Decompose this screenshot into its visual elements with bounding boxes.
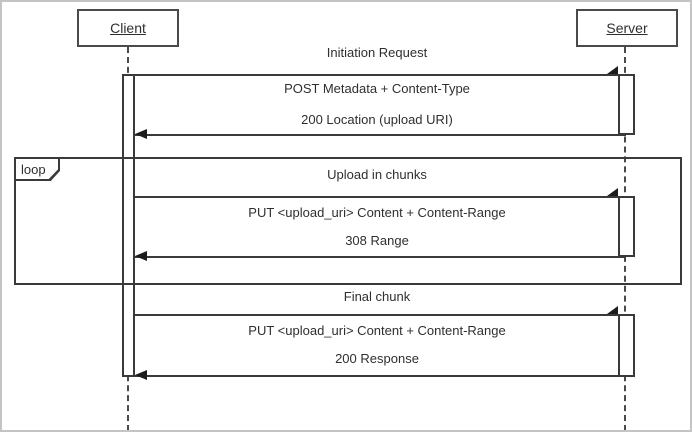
final-request-line [128,314,626,316]
loop-fragment-frame [14,157,682,285]
message-label-loop-title: Upload in chunks [327,167,427,182]
arrowhead-right-icon [607,66,618,74]
server-activation-bar-final [618,314,635,377]
message-label-initiation-title: Initiation Request [326,45,428,60]
message-label-final-title: Final chunk [343,289,411,304]
loop-request-line [128,196,626,198]
final-response-line [128,375,626,377]
loop-response-line [128,256,626,258]
arrowhead-left-icon [135,129,147,139]
server-activation-bar-loop [618,196,635,257]
message-label-loop-request: PUT <upload_uri> Content + Content-Range [248,205,506,220]
initiation-request-line [128,74,626,76]
initiation-response-line [128,134,626,136]
message-label-initiation-request: POST Metadata + Content-Type [284,81,470,96]
actor-server-label: Server [606,20,648,36]
arrowhead-right-icon [607,306,618,314]
arrowhead-right-icon [607,188,618,196]
message-label-loop-response: 308 Range [345,233,409,248]
arrowhead-left-icon [135,370,147,380]
message-label-final-response: 200 Response [335,351,419,366]
server-activation-bar-initiation [618,74,635,135]
actor-client-label: Client [110,20,146,36]
loop-operator-label: loop [16,159,58,179]
message-label-final-request: PUT <upload_uri> Content + Content-Range [248,323,506,338]
actor-server: Server [576,9,678,47]
message-label-initiation-response: 200 Location (upload URI) [301,112,453,127]
client-activation-bar [122,74,135,377]
actor-client: Client [77,9,179,47]
arrowhead-left-icon [135,251,147,261]
